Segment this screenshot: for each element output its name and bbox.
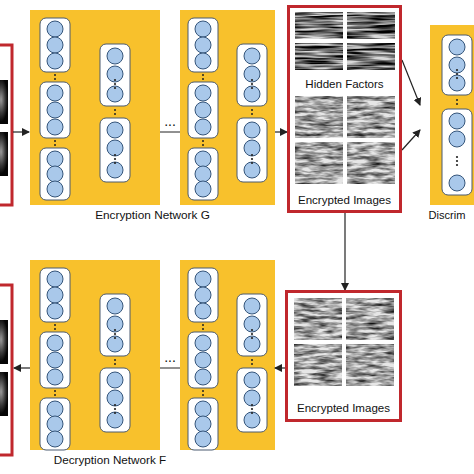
- network-block: Encryption Network G: [30, 10, 275, 224]
- node-label: Encrypted Images: [288, 401, 399, 415]
- image-group-box: Encrypted Images: [285, 290, 402, 422]
- node-label: Hidden Factors: [290, 77, 399, 91]
- node-label: Encryption Network G: [30, 208, 275, 222]
- flow-arrow: [402, 60, 420, 105]
- node-label: Encrypted Images: [290, 193, 399, 207]
- flow-arrow: [402, 130, 420, 150]
- flow-arrow: [275, 367, 285, 368]
- node-label: Decryption Network F: [30, 453, 190, 467]
- ellipsis-label: ...: [160, 350, 180, 364]
- image-group-box: Hidden FactorsEncrypted Images: [287, 5, 402, 213]
- flow-arrow: [344, 213, 345, 290]
- ellipsis-label: ...: [160, 114, 180, 128]
- network-block: Decryption Network F: [30, 260, 275, 470]
- flow-arrow: [275, 131, 287, 132]
- node-label: Discrim: [420, 208, 474, 222]
- network-block: Discrim: [420, 25, 474, 223]
